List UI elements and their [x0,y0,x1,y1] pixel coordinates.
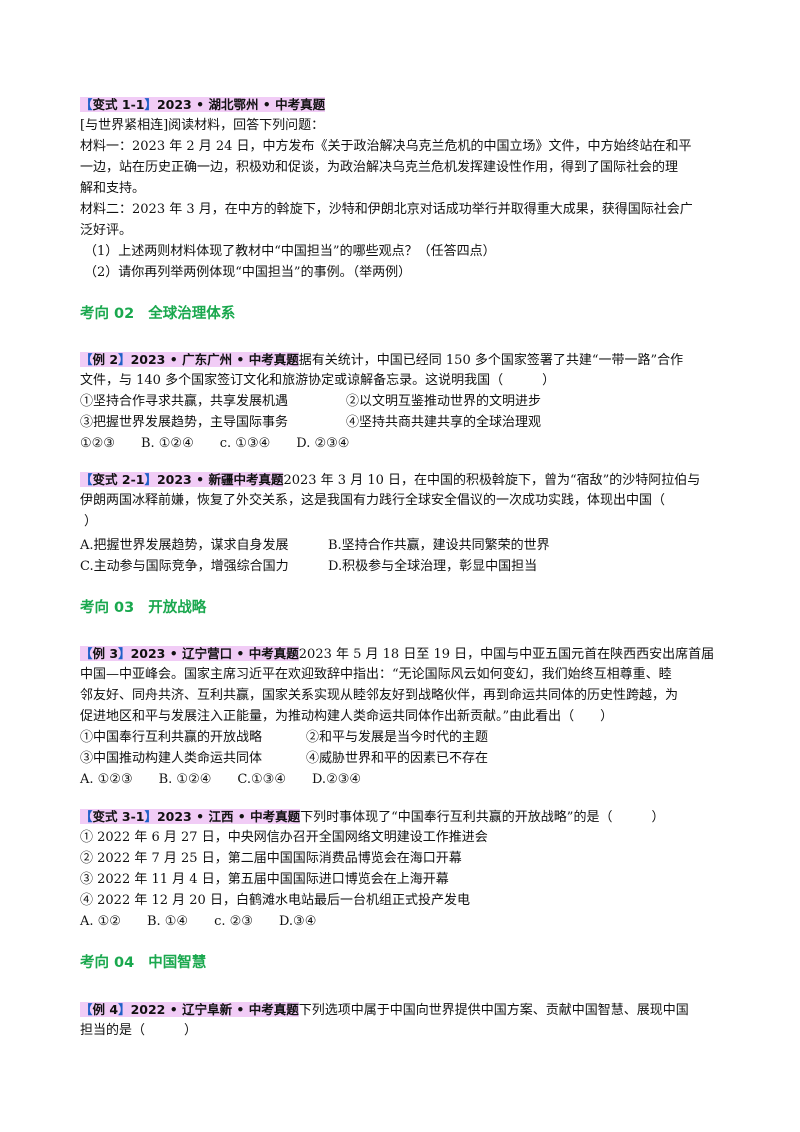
question-header-v31: 【变式 3-1】2023 • 江西 • 中考真题下列时事体现了“中国奉行互利共赢… [80,809,665,825]
text-line: [与世界紧相连]阅读材料，回答下列问题： [80,118,325,133]
option-2: ②和平与发展是当今时代的主题 [306,730,489,745]
text-line: 文件，与 140 多个国家签订文化和旅游协定或谅解备忘录。这说明我国（ ） [80,373,556,388]
question-tag: 【例 4】2022 • 辽宁阜新 • 中考真题 [80,1002,299,1017]
text-line: 促进地区和平与发展注入正能量，为推动构建人类命运共同体作出新贡献。”由此看出（ … [80,709,614,724]
option-b: B.坚持合作共赢，建设共同繁荣的世界 [328,538,550,553]
option-2: ②以文明互鉴推动世界的文明进步 [346,394,542,409]
option-a: A.把握世界发展趋势，谋求自身发展 [80,538,289,553]
text-line: 材料二：2023 年 3 月，在中方的斡旋下，沙特和伊朗北京对话成功举行并取得重… [80,202,693,217]
option-3: ③把握世界发展趋势，主导国际事务 [80,415,289,430]
option-4: ④坚持共商共建共享的全球治理观 [346,415,542,430]
question-header-v21: 【变式 2-1】2023 • 新疆中考真题2023 年 3 月 10 日，在中国… [80,472,701,488]
text-line: 中国—中亚峰会。国家主席习近平在欢迎致辞中指出：“无论国际风云如何变幻，我们始终… [80,667,672,682]
list-item: ① 2022 年 6 月 27 日，中央网信办召开全国网络文明建设工作推进会 [80,830,488,845]
option-1: ①坚持合作寻求共赢，共享发展机遇 [80,394,289,409]
option-4: ④威胁世界和平的因素已不存在 [306,751,489,766]
sub-question: （1）上述两则材料体现了教材中“中国担当”的哪些观点？（任答四点） [84,244,496,259]
option-d: D.积极参与全球治理，彰显中国担当 [328,559,538,574]
list-item: ③ 2022 年 11 月 4 日，第五届中国国际进口博览会在上海开幕 [80,872,449,887]
text-line: 伊朗两国冰释前嫌，恢复了外交关系，这是我国有力践行全球安全倡议的一次成功实践，体… [80,493,666,508]
question-tag: 【例 3】2023 • 辽宁营口 • 中考真题 [80,646,299,661]
text-line: 邻友好、同舟共济、互利共赢，国家关系实现从睦邻友好到战略伙伴，再到命运共同体的历… [80,688,679,703]
question-tag: 【变式 1-1】2023 • 湖北鄂州 • 中考真题 [80,97,326,112]
text-line: ） [84,514,98,529]
text-line: 泛好评。 [80,223,133,238]
question-tag: 【例 2】2023 • 广东广州 • 中考真题 [80,352,299,367]
text-line: 材料一：2023 年 2 月 24 日，中方发布《关于政治解决乌克兰危机的中国立… [80,139,692,154]
text-line: 解和支持。 [80,181,146,196]
question-header-ex2: 【例 2】2023 • 广东广州 • 中考真题据有关统计，中国已经同 150 多… [80,352,684,368]
question-tag: 【变式 3-1】2023 • 江西 • 中考真题 [80,809,301,824]
question-header-v11: 【变式 1-1】2023 • 湖北鄂州 • 中考真题 [80,94,326,116]
option-c: C.主动参与国际竞争，增强综合国力 [80,559,289,574]
question-header-ex4: 【例 4】2022 • 辽宁阜新 • 中考真题下列选项中属于中国向世界提供中国方… [80,1002,689,1018]
list-item: ④ 2022 年 12 月 20 日，白鹤滩水电站最后一台机组正式投产发电 [80,893,470,908]
option-3: ③中国推动构建人类命运共同体 [80,751,263,766]
question-tag: 【变式 2-1】2023 • 新疆中考真题 [80,472,284,487]
answer-choices: A. ①② B. ①④ c. ②③ D.③④ [80,914,317,929]
answer-choices: A. ①②③ B. ①②④ C.①③④ D.②③④ [80,772,362,787]
list-item: ② 2022 年 7 月 25 日，第二届中国国际消费品博览会在海口开幕 [80,851,462,866]
text-line: 一边，站在历史正确一边，积极劝和促谈，为政治解决乌克兰危机发挥建设性作用，得到了… [80,160,679,175]
question-header-ex3: 【例 3】2023 • 辽宁营口 • 中考真题2023 年 5 月 18 日至 … [80,646,715,662]
option-1: ①中国奉行互利共赢的开放战略 [80,730,263,745]
sub-question: （2）请你再列举两例体现“中国担当”的事例。（举两例） [84,265,412,280]
answer-choices: ①②③ B. ①②④ c. ①③④ D. ②③④ [80,436,350,451]
text-line: 担当的是（ ） [80,1023,198,1038]
